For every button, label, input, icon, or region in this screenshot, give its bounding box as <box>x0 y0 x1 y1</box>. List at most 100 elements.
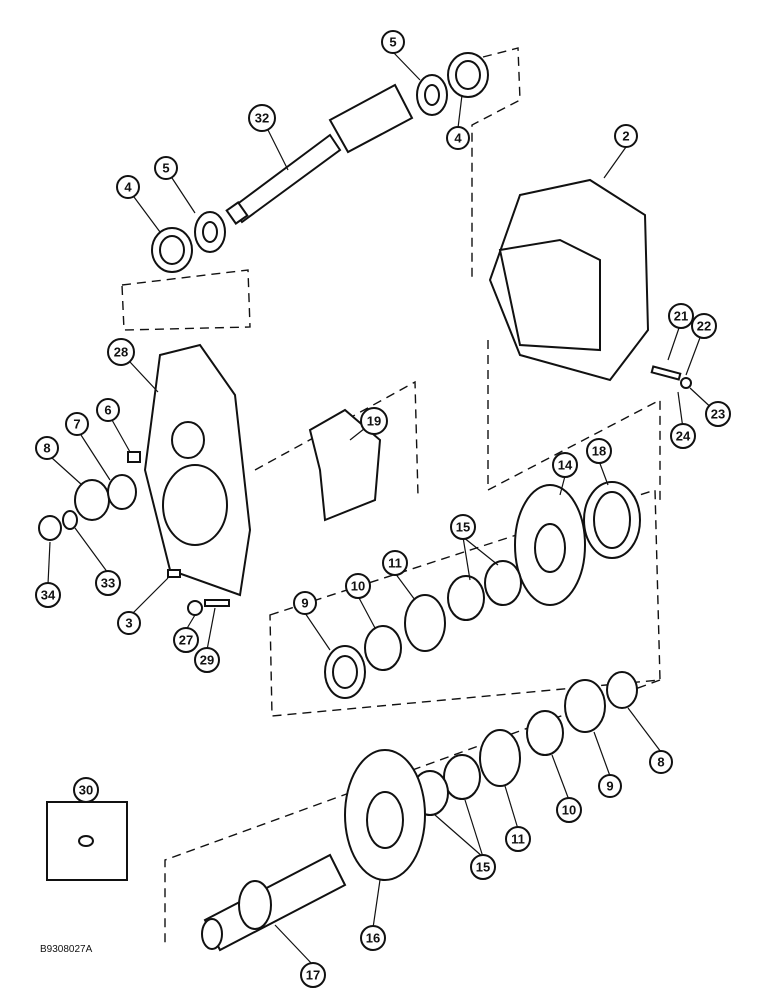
svg-text:5: 5 <box>162 161 169 176</box>
bearing-cone-10 <box>364 625 402 671</box>
callout-17: 17 <box>300 962 326 988</box>
svg-text:6: 6 <box>104 403 111 418</box>
svg-text:28: 28 <box>114 345 128 360</box>
svg-text:34: 34 <box>41 588 56 603</box>
callout-15: 15 <box>450 514 476 540</box>
svg-text:16: 16 <box>366 931 380 946</box>
svg-text:22: 22 <box>697 319 711 334</box>
callout-8: 8 <box>649 750 673 774</box>
assembly-line <box>164 679 661 945</box>
needle-bearing <box>484 560 522 606</box>
svg-text:3: 3 <box>125 616 132 631</box>
svg-text:11: 11 <box>388 556 402 571</box>
callout-30: 30 <box>73 777 99 803</box>
svg-text:29: 29 <box>200 653 214 668</box>
snap-ring-11b <box>479 729 521 787</box>
callout-11: 11 <box>505 826 531 852</box>
callout-7: 7 <box>65 412 89 436</box>
callout-4: 4 <box>446 126 470 150</box>
callout-21: 21 <box>668 303 694 329</box>
callout-6: 6 <box>96 398 120 422</box>
input-shaft <box>225 83 414 225</box>
svg-text:15: 15 <box>476 860 490 875</box>
svg-text:27: 27 <box>179 633 193 648</box>
housing <box>488 178 650 382</box>
snap-ring-11 <box>404 594 446 652</box>
svg-text:15: 15 <box>456 520 470 535</box>
callout-19: 19 <box>360 407 388 435</box>
seal-8b <box>606 671 638 709</box>
callout-18: 18 <box>586 438 612 464</box>
svg-text:5: 5 <box>389 35 396 50</box>
assembly-line <box>254 380 419 497</box>
bearing-cone-lower <box>194 211 226 253</box>
svg-text:8: 8 <box>657 755 664 770</box>
svg-text:10: 10 <box>351 579 365 594</box>
svg-text:14: 14 <box>558 458 573 473</box>
callout-3: 3 <box>117 611 141 635</box>
nut-34 <box>38 515 62 541</box>
svg-text:23: 23 <box>711 407 725 422</box>
front-plate <box>143 343 252 597</box>
bearing-cup-upper <box>447 52 489 98</box>
callout-33: 33 <box>95 570 121 596</box>
callout-11: 11 <box>382 550 408 576</box>
callout-28: 28 <box>107 338 135 366</box>
svg-text:19: 19 <box>367 414 381 429</box>
leader-lines <box>47 51 718 966</box>
svg-text:21: 21 <box>674 309 688 324</box>
bearing-cup-9 <box>324 645 366 699</box>
svg-text:8: 8 <box>43 441 50 456</box>
bearing-10b <box>526 710 564 756</box>
gear-14 <box>514 484 586 606</box>
svg-text:10: 10 <box>562 803 576 818</box>
bearing-cone-upper <box>416 74 448 116</box>
callout-9: 9 <box>598 774 622 798</box>
kit-part <box>78 835 94 847</box>
svg-text:17: 17 <box>306 968 320 983</box>
callout-2: 2 <box>614 124 638 148</box>
output-shaft <box>201 853 347 952</box>
callout-14: 14 <box>552 452 578 478</box>
callout-15: 15 <box>470 854 496 880</box>
svg-text:33: 33 <box>101 576 115 591</box>
svg-text:18: 18 <box>592 444 606 459</box>
callout-5: 5 <box>154 156 178 180</box>
callout-24: 24 <box>670 423 696 449</box>
callout-34: 34 <box>35 582 61 608</box>
bearing-7 <box>107 474 137 510</box>
callout-27: 27 <box>173 627 199 653</box>
needle-15a <box>443 754 481 800</box>
svg-text:9: 9 <box>606 779 613 794</box>
svg-text:24: 24 <box>676 429 691 444</box>
dowel-3 <box>167 569 181 578</box>
assembly-line <box>487 340 661 500</box>
bolt-29 <box>204 599 230 607</box>
callout-23: 23 <box>705 401 731 427</box>
svg-text:11: 11 <box>511 832 525 847</box>
bearing-cup-lower <box>151 227 193 273</box>
callout-8: 8 <box>35 436 59 460</box>
svg-text:2: 2 <box>622 129 629 144</box>
callout-16: 16 <box>360 925 386 951</box>
seal-8 <box>74 479 110 521</box>
callout-29: 29 <box>194 647 220 673</box>
svg-text:4: 4 <box>454 131 462 146</box>
race-18 <box>583 481 641 559</box>
plug-23 <box>680 377 692 389</box>
needle-bearing <box>447 575 485 621</box>
svg-text:7: 7 <box>73 417 80 432</box>
callout-4: 4 <box>116 175 140 199</box>
svg-text:9: 9 <box>301 596 308 611</box>
gear-16 <box>344 749 426 881</box>
svg-text:32: 32 <box>255 111 269 126</box>
assembly-line <box>121 269 251 331</box>
shift-fork <box>308 408 382 522</box>
callout-10: 10 <box>556 797 582 823</box>
washer-33 <box>62 510 78 530</box>
svg-text:30: 30 <box>79 783 93 798</box>
race-9b <box>564 679 606 733</box>
svg-text:4: 4 <box>124 180 132 195</box>
washer-27 <box>187 600 203 616</box>
